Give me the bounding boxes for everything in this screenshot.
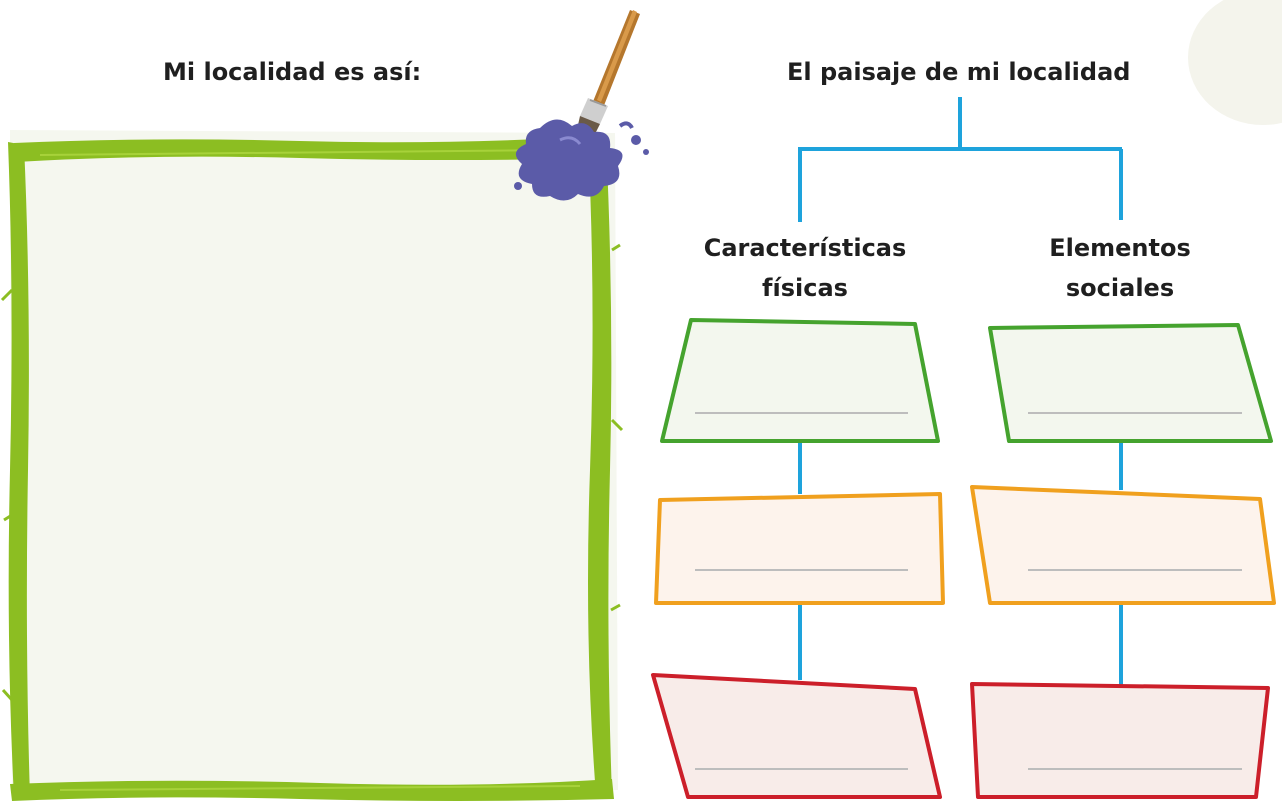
column-heading-social-line1: Elementos — [1049, 234, 1191, 262]
diagram-title: El paisaje de mi localidad — [787, 58, 1131, 86]
diagram-connectors — [798, 97, 1123, 689]
column-heading-social-line2: sociales — [1065, 274, 1175, 302]
column-heading-social: Elementos sociales — [1000, 228, 1240, 308]
drawing-frame[interactable] — [0, 130, 624, 801]
column-heading-physical: Características físicas — [680, 228, 930, 308]
column-heading-physical-line2: físicas — [762, 274, 848, 302]
physical-box-3[interactable] — [651, 673, 942, 799]
paintbrush-icon — [576, 10, 640, 140]
social-box-3[interactable] — [970, 682, 1270, 799]
physical-box-2[interactable] — [654, 492, 945, 605]
paint-splash-icon — [514, 119, 649, 201]
column-heading-physical-line1: Características — [703, 234, 907, 262]
social-box-1[interactable] — [988, 323, 1273, 443]
physical-box-1[interactable] — [660, 318, 940, 443]
drawing-area-title: Mi localidad es así: — [163, 58, 422, 86]
social-box-2[interactable] — [970, 485, 1276, 605]
